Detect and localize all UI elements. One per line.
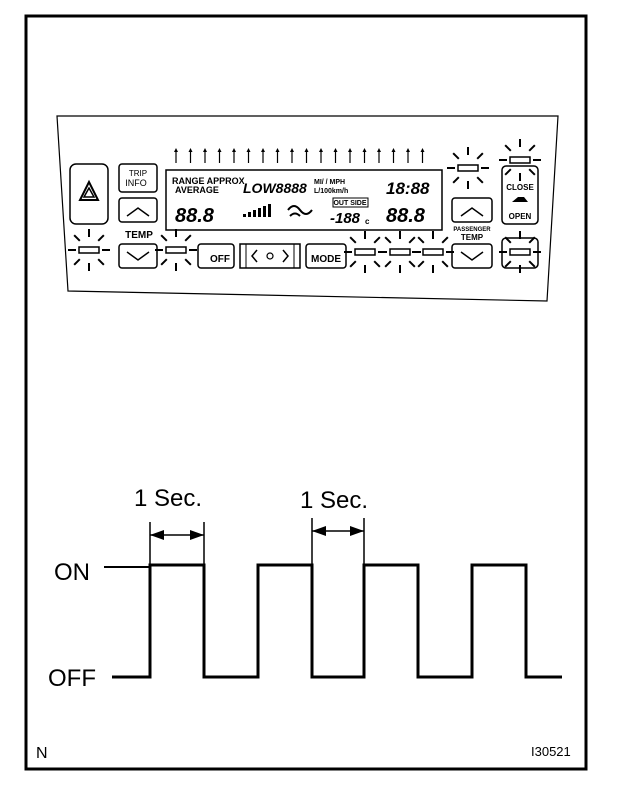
flash-burst-icon <box>447 147 489 189</box>
off-label: OFF <box>48 665 96 692</box>
indicator-tick-head <box>232 148 236 152</box>
flash-burst-icon <box>68 229 110 271</box>
outside-temp-readout: -188 <box>330 210 361 227</box>
trip-info-button[interactable]: TRIP INFO <box>118 163 158 193</box>
indicator-tick-head <box>420 148 425 152</box>
driver-temp-down-button[interactable] <box>118 243 158 269</box>
mode-button-label: MODE <box>311 254 341 265</box>
airflow-icon <box>287 205 313 217</box>
arrow-left-icon <box>150 530 164 540</box>
period-label-1: 1 Sec. <box>134 485 202 512</box>
passenger-temp-label: TEMP <box>461 233 484 242</box>
climate-control-panel: TRIP INFO TEMP RANGE APPROX AVERAGE LOW8… <box>56 115 559 302</box>
flash-burst-icon <box>499 231 541 273</box>
trip-info-line-2: INFO <box>125 178 147 188</box>
driver-temp-readout: 88.8 <box>175 205 215 227</box>
passenger-label: PASSENGER <box>453 227 491 233</box>
chevron-up-icon <box>126 207 150 217</box>
units-top-label: MI/ / MPH <box>314 179 345 186</box>
indicator-tick-head <box>290 148 294 152</box>
indicator-tick-head <box>406 148 410 152</box>
chevron-down-icon <box>460 251 484 261</box>
hazard-triangle-icon <box>78 179 100 201</box>
chevron-down-icon <box>126 251 150 261</box>
corner-code: N <box>36 745 48 762</box>
indicator-tick-head <box>391 148 396 152</box>
average-label: AVERAGE <box>175 185 219 195</box>
passenger-temp-up-button[interactable] <box>451 197 493 223</box>
flash-burst-icon <box>412 231 454 273</box>
pulse-waveform <box>112 563 562 679</box>
panel-outline <box>56 115 559 302</box>
range-approx-label: RANGE APPROX <box>172 176 245 186</box>
off-button[interactable]: OFF <box>197 243 235 269</box>
close-open-button[interactable]: CLOSE OPEN <box>501 165 539 225</box>
flash-burst-icon <box>499 139 541 181</box>
indicator-tick-head <box>203 148 207 152</box>
passenger-temp-readout: 88.8 <box>386 205 426 227</box>
fan-icon <box>266 252 274 260</box>
indicator-tick-head <box>362 148 367 152</box>
arrow-right-icon <box>350 526 364 536</box>
flash-burst-icon <box>155 229 197 271</box>
chevron-left-icon <box>251 249 258 263</box>
outside-label: OUT SIDE <box>333 200 366 207</box>
low-readout: LOW8888 <box>243 180 307 196</box>
fan-level-bars <box>243 204 271 217</box>
indicator-tick-head <box>188 148 193 152</box>
chevron-right-icon <box>282 249 289 263</box>
driver-temp-up-button[interactable] <box>118 197 158 223</box>
chevron-up-icon <box>460 207 484 217</box>
period-label-2: 1 Sec. <box>300 487 368 514</box>
flashing-indicators <box>68 139 541 273</box>
outside-unit-label: c <box>365 217 370 226</box>
indicator-tick-head <box>333 148 338 152</box>
period-dimension-1: 1 Sec. <box>134 485 205 565</box>
clock-readout: 18:88 <box>386 179 430 198</box>
indicator-tick-head <box>217 148 222 152</box>
indicator-tick-head <box>377 148 381 152</box>
period-dimension-2: 1 Sec. <box>300 487 368 565</box>
driver-temp-label: TEMP <box>125 230 153 241</box>
on-label: ON <box>54 559 90 586</box>
timing-chart: ON OFF 1 Sec. 1 Sec. <box>48 485 562 692</box>
indicator-tick-head <box>246 148 251 152</box>
mode-button[interactable]: MODE <box>305 243 347 269</box>
car-icon <box>512 197 528 202</box>
arrow-right-icon <box>190 530 204 540</box>
indicator-tick-head <box>348 148 352 152</box>
off-button-label: OFF <box>210 254 230 265</box>
indicator-tick-head <box>174 148 178 152</box>
indicator-tick-head <box>261 148 265 152</box>
indicator-tick-head <box>319 148 323 152</box>
figure-border <box>24 14 588 771</box>
open-label: OPEN <box>509 212 532 221</box>
units-bottom-label: L/100km/h <box>314 188 348 195</box>
arrow-left-icon <box>312 526 326 536</box>
passenger-temp-down-button[interactable] <box>451 243 493 269</box>
indicator-tick-head <box>304 148 309 152</box>
indicator-tick-head <box>275 148 280 152</box>
close-label: CLOSE <box>506 183 534 192</box>
fan-speed-control[interactable] <box>239 243 301 269</box>
lcd-display: RANGE APPROX AVERAGE LOW8888 MI/ / MPH L… <box>165 169 443 231</box>
hazard-button[interactable] <box>69 163 109 225</box>
figure-id: I30521 <box>531 744 571 759</box>
trip-info-line-1: TRIP <box>129 169 147 178</box>
indicator-ticks <box>174 148 425 163</box>
